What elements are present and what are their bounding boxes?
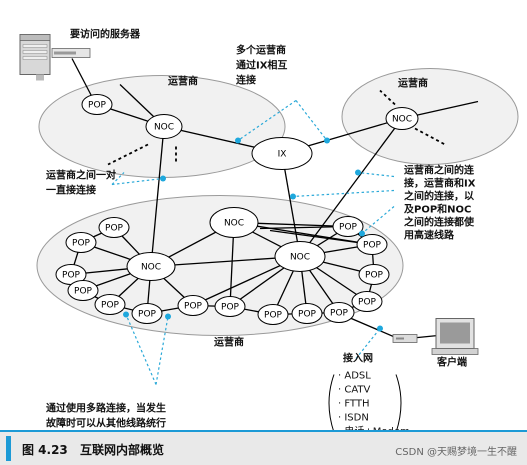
svg-text:NOC: NOC bbox=[392, 115, 412, 125]
svg-text:及POP和NOC: 及POP和NOC bbox=[404, 203, 471, 216]
svg-text:POP: POP bbox=[264, 311, 283, 321]
svg-text:接入网: 接入网 bbox=[343, 352, 373, 365]
svg-text:POP: POP bbox=[62, 271, 81, 281]
svg-text:运营商之间一对: 运营商之间一对 bbox=[46, 169, 116, 182]
other-network-stubs bbox=[107, 89, 446, 166]
node-pop-7: POP bbox=[131, 303, 163, 324]
node-pop-10: POP bbox=[257, 304, 289, 325]
node-noc-left: NOC bbox=[126, 252, 176, 281]
svg-text:· FTTH: · FTTH bbox=[338, 399, 370, 410]
svg-text:POP: POP bbox=[101, 301, 120, 311]
ix-note: 多个运营商 通过IX相互 连接 bbox=[236, 44, 287, 87]
svg-text:之间的连接都使: 之间的连接都使 bbox=[404, 216, 475, 229]
carrier-label-top-right: 运营商 bbox=[398, 77, 428, 90]
figure-number: 图 4.23 bbox=[22, 443, 68, 457]
carrier-label-top-left: 运营商 bbox=[168, 75, 198, 88]
svg-text:用高速线路: 用高速线路 bbox=[403, 229, 455, 242]
highspeed-line-note: 运营商之间的连 接，运营商和IX 之间的连接，以 及POP和NOC 之间的连接都… bbox=[403, 164, 476, 242]
node-pop-16: POP bbox=[332, 216, 364, 237]
annotation-dots bbox=[123, 137, 383, 332]
node-noc-center: NOC bbox=[209, 207, 259, 238]
svg-text:运营商之间的连: 运营商之间的连 bbox=[404, 164, 475, 177]
svg-text:NOC: NOC bbox=[224, 219, 244, 229]
svg-text:多个运营商: 多个运营商 bbox=[236, 44, 286, 57]
node-pop-12: POP bbox=[323, 302, 355, 323]
access-network-list: 接入网 · ADSL · CATV · FTTH · ISDN · 电话+Mod… bbox=[328, 352, 410, 438]
node-pop-15: POP bbox=[356, 234, 388, 255]
svg-text:NOC: NOC bbox=[290, 253, 310, 263]
node-pop-14: POP bbox=[358, 264, 390, 285]
svg-text:POP: POP bbox=[72, 239, 91, 249]
node-noc-top-right: NOC bbox=[385, 107, 419, 130]
svg-text:POP: POP bbox=[358, 298, 377, 308]
annotation-leaders bbox=[111, 100, 395, 385]
node-pop-17: POP bbox=[67, 280, 99, 301]
svg-text:通过IX相互: 通过IX相互 bbox=[236, 59, 287, 72]
svg-text:POP: POP bbox=[221, 303, 240, 313]
svg-text:POP: POP bbox=[339, 223, 358, 233]
client-label: 客户端 bbox=[436, 356, 467, 369]
watermark: CSDN @天赐梦境一生不醒 bbox=[395, 447, 517, 458]
svg-text:IX: IX bbox=[278, 150, 287, 160]
svg-text:通过使用多路连接，当发生: 通过使用多路连接，当发生 bbox=[46, 402, 166, 415]
server-icon bbox=[19, 34, 91, 81]
figure-caption-bar: 图 4.23 互联网内部概览 CSDN @天赐梦境一生不醒 bbox=[0, 430, 527, 465]
svg-text:POP: POP bbox=[184, 302, 203, 312]
node-pop-11: POP bbox=[291, 303, 323, 324]
node-noc-right: NOC bbox=[274, 241, 326, 272]
svg-text:POP: POP bbox=[74, 287, 93, 297]
svg-text:POP: POP bbox=[363, 241, 382, 251]
svg-text:故障时可以从其他线路统行: 故障时可以从其他线路统行 bbox=[46, 417, 166, 430]
svg-text:NOC: NOC bbox=[154, 123, 174, 133]
node-pop-1: POP bbox=[81, 94, 113, 115]
svg-text:POP: POP bbox=[298, 310, 317, 320]
node-pop-13: POP bbox=[351, 291, 383, 312]
node-pop-3: POP bbox=[65, 232, 97, 253]
figure-title: 互联网内部概览 bbox=[80, 443, 165, 457]
direct-connection-note: 运营商之间一对 一直接连接 bbox=[46, 169, 116, 197]
carrier-region-top-right bbox=[341, 68, 519, 165]
modem-icon bbox=[392, 334, 418, 343]
node-pop-9: POP bbox=[214, 296, 246, 317]
svg-text:之间的连接，以: 之间的连接，以 bbox=[404, 190, 474, 203]
svg-text:· CATV: · CATV bbox=[338, 385, 371, 396]
svg-text:NOC: NOC bbox=[141, 263, 161, 273]
svg-text:POP: POP bbox=[88, 101, 107, 111]
svg-text:接，运营商和IX: 接，运营商和IX bbox=[404, 177, 476, 190]
svg-text:POP: POP bbox=[365, 271, 384, 281]
svg-text:POP: POP bbox=[105, 224, 124, 234]
node-pop-2: POP bbox=[98, 217, 130, 238]
node-noc-top-left: NOC bbox=[145, 114, 183, 139]
svg-text:· ADSL: · ADSL bbox=[338, 371, 371, 382]
svg-text:POP: POP bbox=[330, 309, 349, 319]
svg-text:· ISDN: · ISDN bbox=[338, 413, 369, 424]
redundancy-note: 通过使用多路连接，当发生 故障时可以从其他线路统行 bbox=[46, 402, 166, 430]
svg-text:POP: POP bbox=[138, 310, 157, 320]
client-pc-icon bbox=[431, 318, 479, 355]
server-label: 要访问的服务器 bbox=[70, 28, 141, 41]
svg-text:连接: 连接 bbox=[236, 74, 256, 87]
svg-text:一直接连接: 一直接连接 bbox=[46, 184, 96, 197]
node-ix: IX bbox=[251, 137, 313, 170]
node-pop-8: POP bbox=[177, 295, 209, 316]
node-pop-6: POP bbox=[94, 294, 126, 315]
caption-accent bbox=[6, 436, 11, 461]
carrier-label-bottom: 运营商 bbox=[214, 336, 244, 349]
